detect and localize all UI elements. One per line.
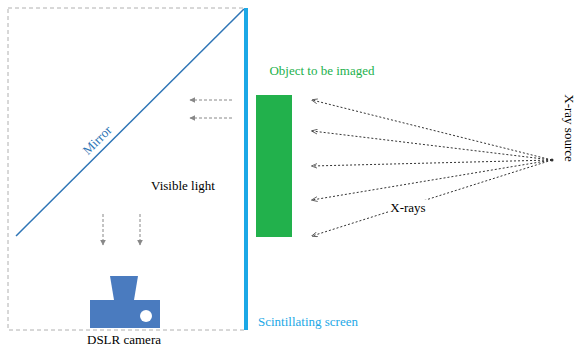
x-ray-arrows xyxy=(312,100,552,236)
camera-label: DSLR camera xyxy=(85,332,163,347)
object-label: Object to be imaged xyxy=(267,63,376,78)
x-ray-source-label: X-ray source xyxy=(562,92,577,164)
visible-light-label: Visible light xyxy=(149,178,217,193)
visible-light-arrows xyxy=(103,100,232,245)
scintillating-screen xyxy=(244,8,248,330)
dslr-camera-icon xyxy=(90,276,160,328)
enclosure xyxy=(8,8,245,330)
mirror-label: Mirror xyxy=(78,121,116,159)
x-rays-label: X-rays xyxy=(388,200,427,215)
x-ray-source-point xyxy=(551,159,554,162)
mirror-line xyxy=(16,9,244,236)
screen-label: Scintillating screen xyxy=(256,314,360,329)
imaged-object xyxy=(256,95,292,237)
